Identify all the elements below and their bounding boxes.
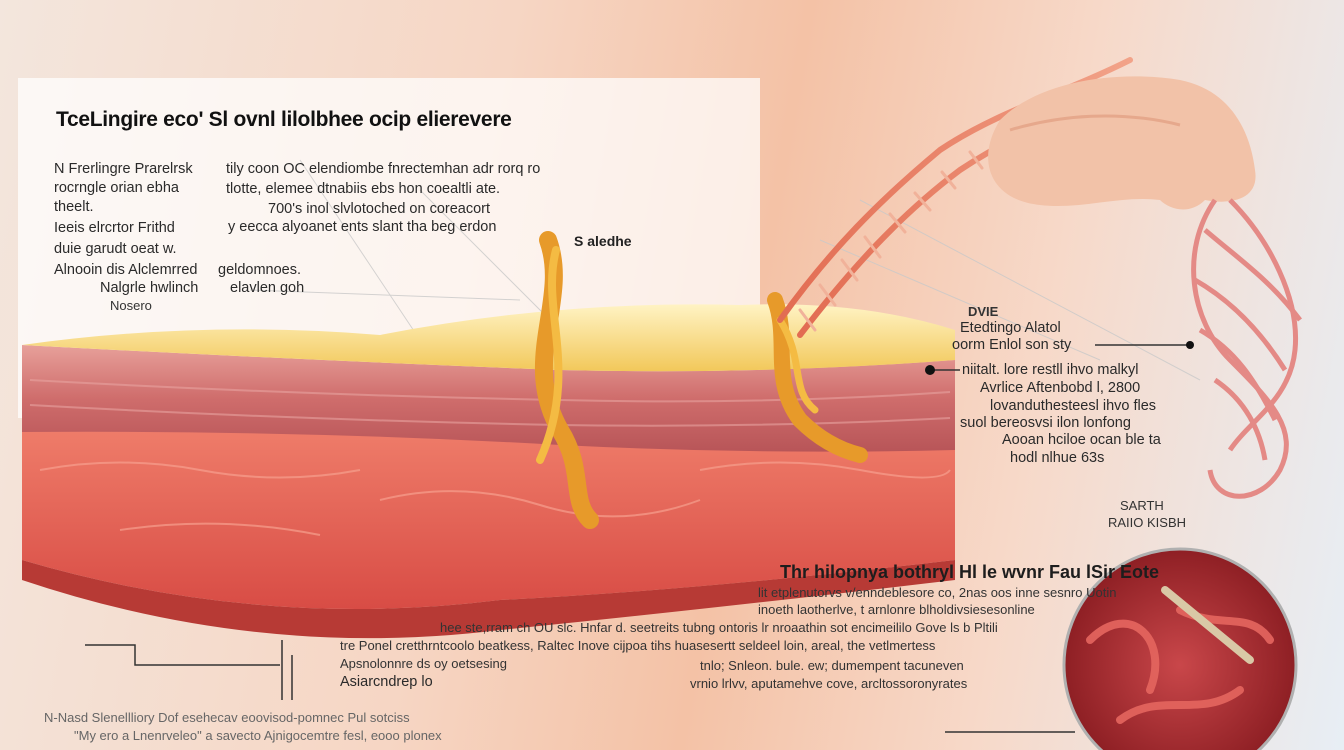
organ-shape: [988, 76, 1256, 210]
magnifier-lens: [1062, 547, 1298, 750]
fiber-callout-label: S aledhe: [574, 233, 632, 249]
side-line: Avrlice Aftenbobd l, 2800: [980, 380, 1141, 396]
bottom-left-line: tnlo; Snleon. bule. ew; dumempent tacune…: [700, 658, 964, 673]
side-line: lovanduthesteesl ihvo fles: [990, 398, 1157, 414]
intro-line: Nosero: [110, 298, 152, 313]
deep-tissue-layer: [22, 426, 955, 609]
bottom-left-line: Asiarcndrep lo: [340, 674, 433, 690]
intro-right-line: geldomnoes.: [218, 262, 302, 278]
fiber-strand-left: [535, 231, 599, 529]
intro-line: Nalgrle hwlinch: [100, 280, 199, 296]
leader-dot: [925, 365, 935, 375]
intro-line: duie garudt oeat w.: [54, 241, 177, 257]
leader-lines: [85, 344, 1190, 733]
side-line: Aooan hciloe ocan ble ta: [1002, 432, 1161, 448]
intro-line: N Frerlingre Prarelrsk: [54, 161, 193, 177]
bottom-right-line: lit etplenutorvs v/enndeblesore co, 2nas…: [758, 585, 1117, 600]
bottom-heading: Thr hilopnya bothryl Hl le wvnr Fau lSir…: [780, 562, 1160, 582]
footer-line: "My ero a Lnenrveleo" a savecto Ajnigoce…: [74, 728, 442, 743]
intro-line: Ieeis elrcrtor Frithd: [54, 220, 175, 236]
intro-right-line: tlotte, elemee dtnabiis ebs hon coealtli…: [226, 181, 501, 197]
leader-dot: [1186, 341, 1194, 349]
intro-right-line: 700's inol slvlotoched on coreacort: [268, 201, 491, 217]
side-header: oorm Enlol son sty: [952, 337, 1072, 353]
bottom-mid-line: hee ste,rram ch OU slc. Hnfar d. seetrei…: [440, 620, 998, 635]
lower-right-label: SARTH: [1120, 498, 1164, 513]
fat-layer: [22, 304, 955, 372]
intro-line: rocrngle orian ebha: [54, 180, 179, 196]
bottom-left-line: tre Ponel cretthrntcoolo beatkess, Ralte…: [340, 638, 936, 653]
side-header: DVIE: [968, 304, 999, 319]
diagram-title: TceLingire eco' Sl ovnl lilolbhee ocip e…: [56, 108, 512, 131]
bottom-right-line: inoeth laotherlve, t arnlonre blholdivsi…: [758, 602, 1035, 617]
intro-line: theelt.: [54, 199, 94, 215]
bottom-left-line: vrnio lrlvv, aputamehve cove, arcltossor…: [690, 676, 968, 691]
intro-right-line: tily coon OC elendiombe fnrectemhan adr …: [226, 161, 541, 177]
lower-right-label: RAIIO KISBH: [1108, 515, 1187, 530]
side-line: hodl nlhue 63s: [1010, 450, 1105, 466]
intro-right-line: y eecca alyoanet ents slant tha beg erdo…: [228, 219, 497, 235]
intro-right-line: elavlen goh: [230, 280, 305, 296]
fiber-strand-right: [767, 292, 868, 463]
intro-line: Alnooin dis Alclemrred: [54, 262, 198, 278]
lasso-coil: [1191, 198, 1302, 499]
bottom-left-line: Apsnolonnre ds oy oetsesing: [340, 656, 507, 671]
footer-line: N-Nasd Slenellliory Dof esehecav eooviso…: [44, 710, 410, 725]
side-line: suol bereosvsi ilon lonfong: [960, 415, 1131, 431]
side-header: Etedtingo Alatol: [960, 320, 1061, 336]
guide-lines: [249, 159, 1201, 381]
side-line: niitalt. lore restll ihvo malkyl: [962, 362, 1139, 378]
